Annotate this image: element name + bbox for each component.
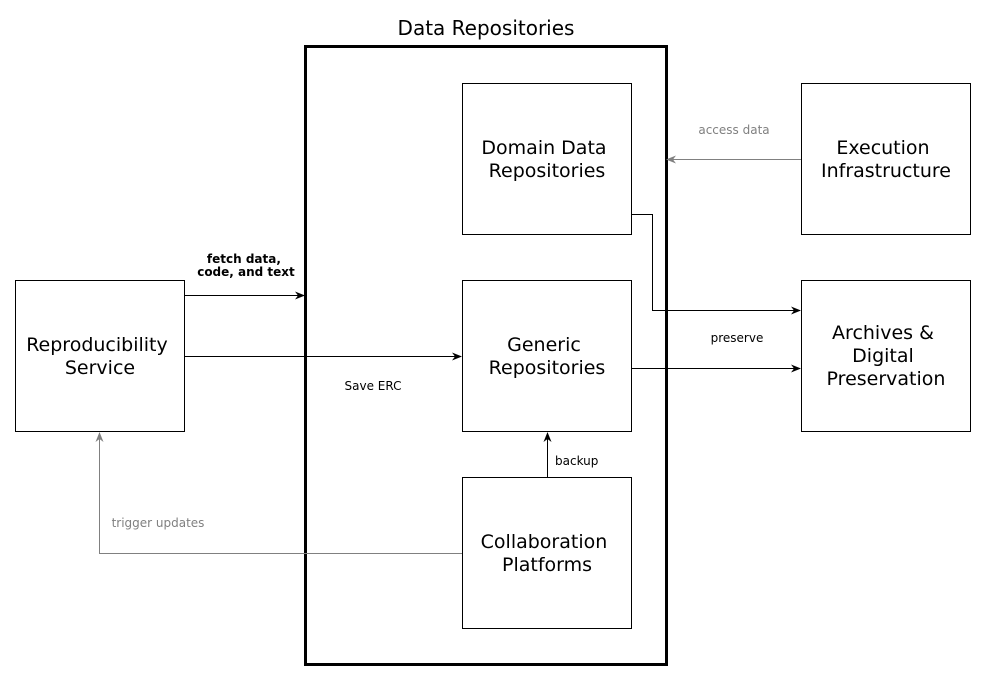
fetch-data-label: code, and text	[197, 265, 295, 279]
node-label-line: Collaboration	[481, 531, 608, 553]
access-data-label: access data	[698, 123, 769, 137]
svg-text:Reproducibility Service: Reproducibility Service	[26, 334, 174, 379]
fetch-data-label: fetch data,	[207, 252, 281, 266]
node-label-line: Preservation	[827, 368, 946, 390]
backup-label: backup	[555, 454, 598, 468]
trigger-updates-label: trigger updates	[112, 516, 205, 530]
node-label-line: Execution	[836, 137, 929, 159]
preserve-label: preserve	[711, 331, 764, 345]
node-label-line: Domain Data	[481, 137, 606, 159]
node-label-line: Generic	[507, 334, 581, 356]
domain-data-repositories-node: Domain Data Repositories	[462, 83, 632, 235]
svg-text:Archives & Digital: Archives & Digital Preservation	[827, 322, 946, 390]
node-label-line: Repositories	[489, 357, 606, 379]
node-label-line: Archives &	[832, 322, 934, 344]
execution-infrastructure-node: Execution Infrastructure	[801, 83, 971, 235]
generic-repositories-node: Generic Repositories	[462, 280, 632, 432]
data-repositories-group	[304, 45, 668, 666]
svg-text:Execution Infrastructure: Execution Infrastructure	[821, 137, 951, 182]
data-repositories-title: Data Repositories	[398, 16, 575, 40]
svg-text:Generic Repositories: Generic Repositories	[489, 334, 606, 379]
collaboration-platforms-node: Collaboration Platforms	[462, 477, 632, 629]
svg-text:Domain Data Repositories: Domain Data Repositories	[481, 137, 612, 182]
node-label-line: Reproducibility	[26, 334, 168, 356]
node-label-line: Service	[65, 357, 135, 379]
svg-text:Collaboration Platforms: Collaboration Platforms	[481, 531, 614, 576]
save-erc-label: Save ERC	[345, 379, 402, 393]
trigger-updates-arrow	[95, 432, 462, 554]
node-label-line: Repositories	[489, 160, 606, 182]
node-label-line: Digital	[852, 345, 914, 367]
domain-to-archives-arrow	[632, 214, 801, 315]
archives-digital-preservation-node: Archives & Digital Preservation	[801, 280, 971, 432]
node-label-line: Platforms	[502, 554, 592, 576]
reproducibility-service-node: Reproducibility Service	[15, 280, 185, 432]
svg-text:fetch data, code, and text: fetch data, code, and text	[197, 252, 295, 279]
node-label-line: Infrastructure	[821, 160, 951, 182]
